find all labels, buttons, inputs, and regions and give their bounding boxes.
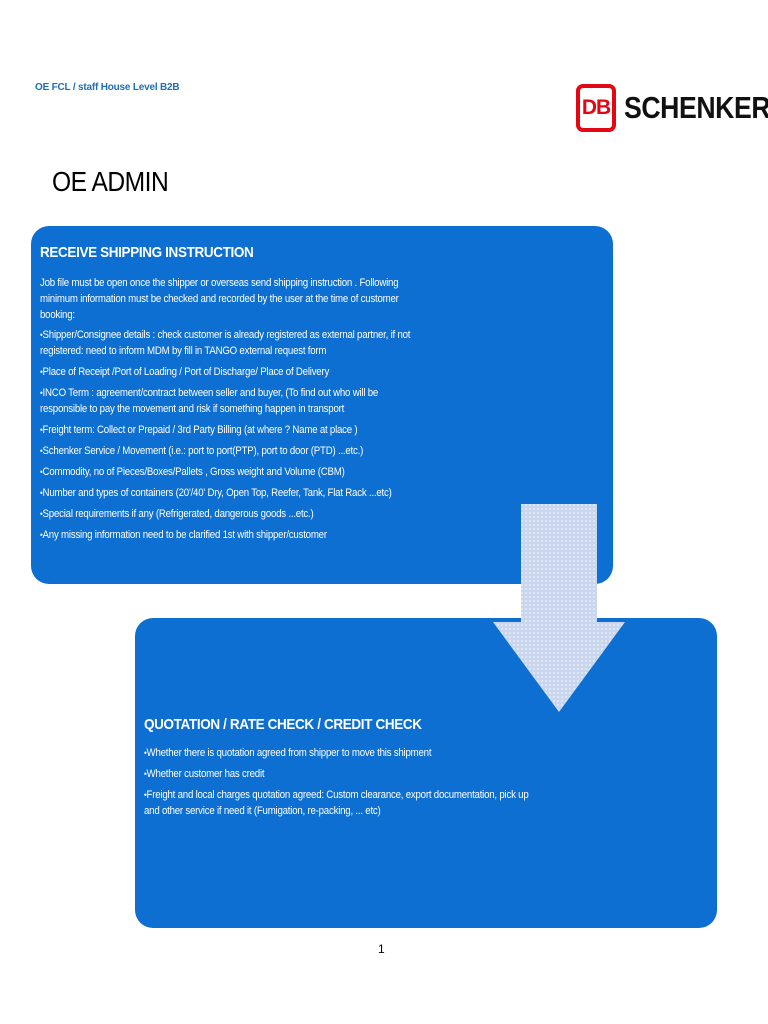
bullet-item: •Freight term: Collect or Prepaid / 3rd … — [40, 424, 358, 436]
db-logo-mark: DB — [576, 84, 616, 132]
box-intro-text: Job file must be open once the shipper o… — [40, 277, 399, 321]
page-number: 1 — [378, 942, 385, 956]
bullet-item: •Any missing information need to be clar… — [40, 529, 327, 541]
bullet-item: •Freight and local charges quotation agr… — [144, 789, 529, 817]
down-arrow-icon — [493, 504, 625, 712]
bullet-item: •Schenker Service / Movement (i.e.: port… — [40, 445, 364, 457]
schenker-wordmark: SCHENKER — [624, 90, 768, 125]
bullet-item: •Number and types of containers (20'/40'… — [40, 487, 392, 499]
receive-shipping-instruction-box: RECEIVE SHIPPING INSTRUCTION Job file mu… — [31, 226, 613, 584]
quotation-rate-credit-check-box: QUOTATION / RATE CHECK / CREDIT CHECK •W… — [135, 618, 717, 928]
bullet-item: •Place of Receipt /Port of Loading / Por… — [40, 366, 330, 378]
bullet-item: •Commodity, no of Pieces/Boxes/Pallets ,… — [40, 466, 345, 478]
document-header-note: OE FCL / staff House Level B2B — [35, 82, 180, 93]
bullet-item: •INCO Term : agreement/contract between … — [40, 387, 379, 415]
bullet-item: •Whether customer has credit — [144, 768, 265, 780]
page-title: OE ADMIN — [52, 166, 169, 197]
box-title: RECEIVE SHIPPING INSTRUCTION — [40, 244, 254, 261]
bullet-item: •Whether there is quotation agreed from … — [144, 747, 432, 759]
bullet-item: •Special requirements if any (Refrigerat… — [40, 508, 314, 520]
box-title: QUOTATION / RATE CHECK / CREDIT CHECK — [144, 716, 422, 733]
bullet-item: •Shipper/Consignee details : check custo… — [40, 329, 411, 357]
db-schenker-logo: DB SCHENKER — [576, 84, 768, 132]
